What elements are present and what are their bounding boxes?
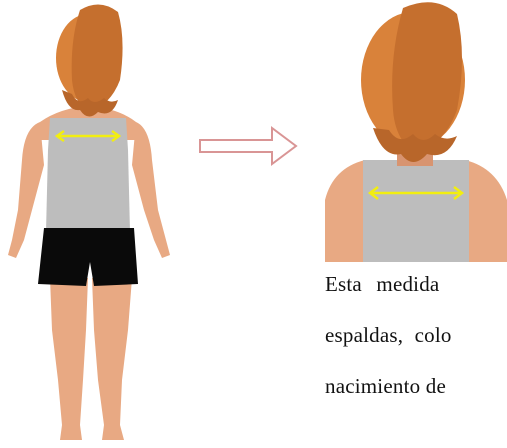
right-arrow-icon: [199, 126, 298, 166]
double-headed-arrow-icon: [54, 129, 122, 143]
closeup-hair-curls: [373, 128, 457, 162]
left-leg: [50, 278, 88, 440]
right-arm: [132, 122, 170, 258]
caption-line-3: nacimiento de: [325, 374, 446, 398]
caption-text-block: Esta medida espaldas, colo nacimiento de: [325, 258, 507, 448]
closeup-double-headed-arrow-icon: [367, 186, 465, 200]
child-back-view-illustration: [8, 4, 170, 440]
upper-back-closeup-illustration: [325, 2, 507, 262]
shirt: [46, 118, 130, 232]
caption-line-1: Esta medida: [325, 272, 440, 296]
hair-curls: [62, 90, 118, 117]
closeup-shirt: [363, 160, 469, 262]
caption-line-2: espaldas, colo: [325, 323, 452, 347]
left-arm: [8, 122, 44, 258]
right-leg: [92, 278, 132, 440]
closeup-hair-bun: [392, 2, 462, 153]
hair-bun: [71, 4, 123, 112]
shorts: [38, 228, 138, 286]
